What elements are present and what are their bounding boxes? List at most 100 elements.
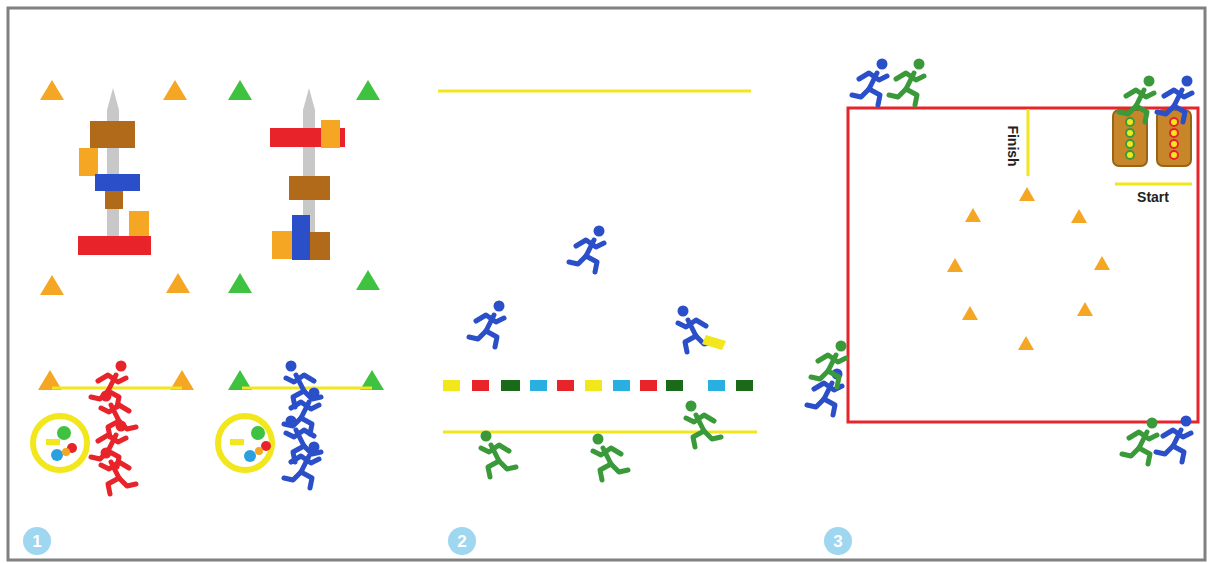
ball-hoop xyxy=(46,439,60,445)
runner-team xyxy=(807,59,1193,463)
cone xyxy=(40,275,64,295)
callout-circle xyxy=(448,527,476,555)
cone xyxy=(356,270,380,290)
start-line xyxy=(242,387,372,390)
cone xyxy=(356,80,380,100)
cone xyxy=(1071,209,1087,223)
runner-team xyxy=(1156,416,1192,463)
cone xyxy=(166,273,190,293)
callout-circle xyxy=(23,527,51,555)
score-board xyxy=(1126,118,1134,126)
callout-circle xyxy=(824,527,852,555)
callout-number: 3 xyxy=(833,533,842,550)
runner-team xyxy=(811,59,1158,465)
flag-row xyxy=(585,380,602,391)
runner-team xyxy=(852,59,888,106)
flag-row xyxy=(472,380,489,391)
flag-row xyxy=(501,380,520,391)
ball-hoop xyxy=(244,450,256,462)
carried-flag xyxy=(702,335,726,350)
callout-number: 1 xyxy=(32,533,41,550)
rocket-tower xyxy=(292,215,310,260)
score-board xyxy=(1126,129,1134,137)
runner-team xyxy=(286,361,322,408)
score-board xyxy=(1126,151,1134,159)
runner-team xyxy=(569,226,605,273)
score-board xyxy=(1113,110,1191,166)
cone xyxy=(38,80,194,390)
runner-team xyxy=(889,59,925,106)
ball-hoop xyxy=(255,447,263,455)
score-board xyxy=(1113,110,1147,166)
cone xyxy=(228,80,252,100)
callout-number: 2 xyxy=(457,533,466,550)
cone xyxy=(1094,256,1110,270)
cone xyxy=(965,208,981,222)
cone xyxy=(163,80,187,100)
runner-team xyxy=(811,341,847,388)
start-line xyxy=(1115,183,1192,186)
finish-label: Finish xyxy=(1006,125,1020,166)
cone xyxy=(1077,302,1093,316)
cone xyxy=(962,306,978,320)
start-line xyxy=(52,387,372,390)
rocket-tower xyxy=(107,88,119,240)
rocket-tower xyxy=(90,121,135,148)
runner-team xyxy=(593,434,629,481)
ball-hoop xyxy=(62,448,70,456)
runner-team xyxy=(1157,76,1193,123)
runner-team xyxy=(469,301,505,348)
rocket-tower xyxy=(78,88,151,255)
field-line xyxy=(438,91,757,432)
runner-team xyxy=(91,361,136,495)
score-board xyxy=(1170,129,1178,137)
cone xyxy=(228,80,384,390)
score-board xyxy=(1126,140,1134,148)
flag-row xyxy=(736,380,753,391)
rocket-tower xyxy=(105,191,123,209)
runner-team xyxy=(481,431,517,478)
runner-team xyxy=(284,388,320,435)
start-line xyxy=(52,387,182,390)
runner-team xyxy=(686,401,722,448)
cone xyxy=(1019,187,1035,201)
flag-row xyxy=(640,380,657,391)
ball-hoop xyxy=(57,426,71,440)
rocket-tower xyxy=(79,148,98,176)
runner-team xyxy=(469,226,713,353)
runner-team xyxy=(284,442,320,489)
flag-row xyxy=(708,380,725,391)
start-label: Start xyxy=(1137,190,1169,204)
rocket-tower xyxy=(289,176,330,200)
rocket-tower xyxy=(304,198,314,213)
finish-line xyxy=(1027,109,1030,176)
rocket-tower xyxy=(95,174,140,191)
runner-team xyxy=(101,448,137,495)
cone xyxy=(40,80,64,100)
score-board xyxy=(1170,140,1178,148)
ball-hoop xyxy=(33,416,272,470)
runner-team xyxy=(284,361,321,489)
cone xyxy=(228,273,252,293)
callout-circle xyxy=(23,527,852,555)
ball-hoop xyxy=(51,449,63,461)
runner-team xyxy=(1119,76,1155,123)
rocket-tower xyxy=(310,232,330,260)
cone xyxy=(947,187,1110,350)
cone xyxy=(947,258,963,272)
rocket-tower xyxy=(270,88,345,260)
ball-hoop xyxy=(251,426,265,440)
outer-frame xyxy=(8,8,1205,560)
field-boundary xyxy=(848,108,1198,422)
field-line xyxy=(438,90,751,93)
ball-hoop xyxy=(230,439,244,445)
runner-team xyxy=(91,421,127,468)
rocket-tower xyxy=(78,236,151,255)
score-board xyxy=(1170,118,1178,126)
rocket-tower xyxy=(321,120,340,148)
ball-hoop xyxy=(33,416,87,470)
rocket-tower xyxy=(272,231,292,259)
ball-hoop xyxy=(218,416,272,470)
rocket-tower xyxy=(303,88,315,235)
